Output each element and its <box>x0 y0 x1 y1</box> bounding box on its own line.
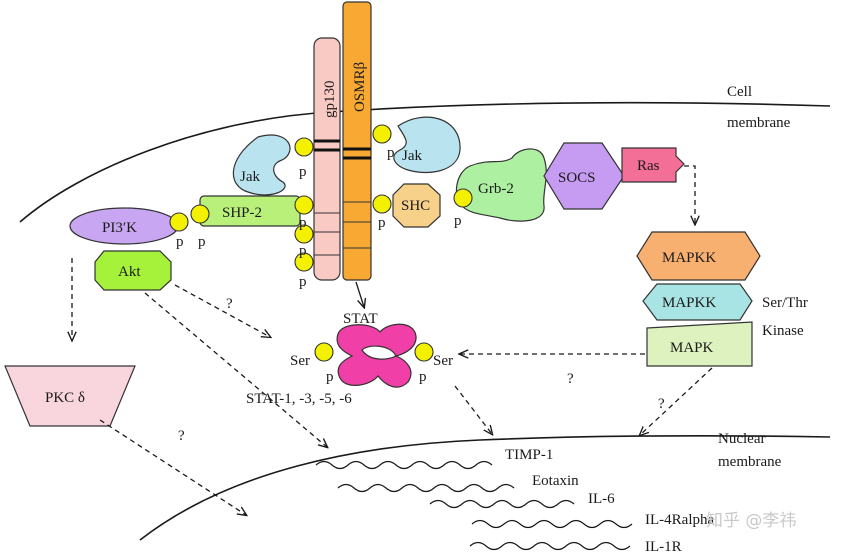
gp130-label: gp130 <box>322 81 338 119</box>
jak-left-shape <box>232 134 291 196</box>
svg-text:p: p <box>299 274 307 290</box>
unknown-markers: ? ? ? ? <box>178 296 665 444</box>
cell-membrane-label-2: membrane <box>727 115 791 131</box>
stat-family-label: STAT-1, -3, -5, -6 <box>246 391 352 407</box>
svg-text:p: p <box>454 213 462 229</box>
svg-text:p: p <box>326 369 334 385</box>
ser-left-label: Ser <box>290 353 310 369</box>
ser-right-label: Ser <box>433 353 453 369</box>
svg-text:p: p <box>198 234 206 250</box>
pi3k-label: PI3′K <box>102 220 137 236</box>
stat-label: STAT <box>343 311 378 327</box>
svg-text:p: p <box>299 164 307 180</box>
svg-text:p: p <box>378 215 386 231</box>
gene-il1r: IL-1R <box>645 539 682 555</box>
mapkk-1-hexagon <box>636 231 761 281</box>
shc-octagon <box>392 183 441 228</box>
svg-text:?: ? <box>567 371 574 387</box>
receptor-bands <box>314 139 371 160</box>
nuclear-membrane-line <box>139 434 831 541</box>
svg-text:p: p <box>176 234 184 250</box>
watermark-text: 知乎 @李祎 <box>706 511 796 531</box>
grb2-label: Grb-2 <box>478 181 514 197</box>
ser-thr-label: Ser/Thr <box>762 295 808 311</box>
mapkk-1-label: MAPKK <box>662 250 716 266</box>
svg-text:p: p <box>387 145 395 161</box>
phospho-labels: p p p p p p p p p p p <box>176 145 462 385</box>
mapkk-2-label: MAPKK <box>662 295 716 311</box>
svg-text:?: ? <box>226 296 233 312</box>
gene-eotaxin: Eotaxin <box>532 473 579 489</box>
svg-text:?: ? <box>658 396 665 412</box>
osmr-beta-receptor <box>342 1 372 281</box>
ras-label: Ras <box>637 158 660 174</box>
ras-to-mapkk-arrow <box>684 165 695 224</box>
svg-text:?: ? <box>178 428 185 444</box>
shc-label: SHC <box>401 198 430 214</box>
ras-shape <box>621 147 685 183</box>
svg-text:p: p <box>419 369 427 385</box>
socs-hexagon <box>543 142 625 210</box>
gene-il6: IL-6 <box>588 491 615 507</box>
phosphate-groups <box>169 124 473 362</box>
jak-right-label: Jak <box>402 148 422 164</box>
svg-text:p: p <box>299 215 307 231</box>
jak-right-shape <box>393 116 461 174</box>
pathway-arrows <box>72 258 713 515</box>
gp130-receptor <box>313 37 341 281</box>
akt-octagon <box>94 250 172 291</box>
receptor-segment-lines <box>314 201 371 256</box>
osmr-beta-label: OSMRβ <box>352 62 368 112</box>
jak-left-label: Jak <box>240 169 260 185</box>
mapk-box <box>646 321 753 367</box>
dna-squiggles <box>315 460 633 551</box>
shp2-label: SHP-2 <box>222 205 262 221</box>
pkc-delta-label: PKC δ <box>45 390 85 406</box>
stat-dimer <box>336 323 417 388</box>
nuclear-membrane-label-2: membrane <box>718 454 782 470</box>
cell-membrane-label: Cell <box>727 84 752 100</box>
mapk-label: MAPK <box>670 340 714 356</box>
svg-text:p: p <box>299 243 307 259</box>
gene-timp1: TIMP-1 <box>505 447 553 463</box>
socs-label: SOCS <box>558 170 596 186</box>
gene-il4ralpha: IL-4Ralpha <box>645 512 714 528</box>
mapkk-2-shape <box>642 283 753 321</box>
nuclear-membrane-label: Nuclear <box>718 431 765 447</box>
akt-label: Akt <box>118 264 141 280</box>
kinase-label: Kinase <box>762 323 804 339</box>
